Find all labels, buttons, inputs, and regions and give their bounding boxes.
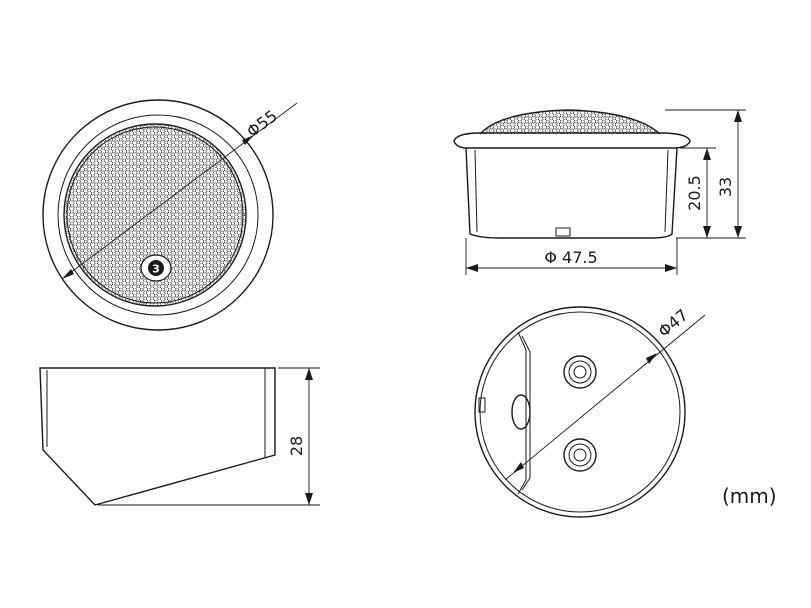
profile-total-height-label: 33 — [716, 177, 735, 197]
bottom-inner-rim — [479, 311, 681, 513]
terminal-bottom — [563, 438, 597, 472]
profile-diameter-label: Φ 47.5 — [544, 248, 597, 267]
profile-arrow-4 — [734, 226, 742, 238]
side-view: 28 — [39, 367, 320, 506]
side-arrow-top — [305, 368, 313, 380]
bottom-outer-rim — [474, 306, 686, 518]
profile-flange — [453, 132, 691, 149]
bottom-oval-hole — [511, 394, 531, 430]
profile-body-height-label: 20.5 — [685, 175, 704, 211]
profile-body — [465, 147, 678, 239]
bottom-diameter-label: Φ47 — [654, 305, 691, 341]
bottom-arrow-a — [513, 462, 524, 473]
profile-dome-mesh — [480, 110, 660, 134]
front-diameter-label: Φ55 — [243, 106, 281, 141]
front-view: 3 Φ55 — [42, 99, 298, 331]
front-inner-rim — [57, 114, 259, 316]
profile-arrow-3 — [734, 110, 742, 122]
bottom-side-notch — [478, 397, 486, 413]
side-body-outline — [39, 367, 276, 506]
front-grill-inner-edge — [66, 126, 244, 304]
bottom-cutout-edge — [517, 331, 527, 495]
profile-arrow-2 — [703, 226, 711, 238]
profile-view: 20.5 33 Φ 47.5 — [453, 109, 746, 275]
bottom-view: Φ47 — [474, 305, 706, 518]
front-diameter-arrow-a — [62, 269, 74, 279]
profile-arrow-1 — [703, 148, 711, 160]
front-outer-rim — [42, 99, 274, 331]
bottom-arrow-b — [646, 353, 657, 364]
side-arrow-bottom — [305, 493, 313, 505]
terminal-top — [563, 355, 597, 389]
front-grill-edge — [63, 123, 247, 307]
profile-body-right-inner — [664, 149, 669, 233]
bottom-diameter-line — [504, 314, 706, 481]
profile-arrow-5 — [466, 264, 478, 272]
profile-body-left-inner — [474, 149, 478, 233]
side-height-label: 28 — [287, 436, 306, 456]
profile-arrow-6 — [665, 264, 677, 272]
profile-tab — [555, 227, 571, 237]
front-diameter-arrow-b — [242, 135, 254, 145]
logo-badge: 3 — [140, 254, 172, 282]
front-diameter-line — [61, 102, 298, 280]
logo-mark: 3 — [152, 263, 160, 276]
unit-label: (mm) — [722, 484, 777, 508]
